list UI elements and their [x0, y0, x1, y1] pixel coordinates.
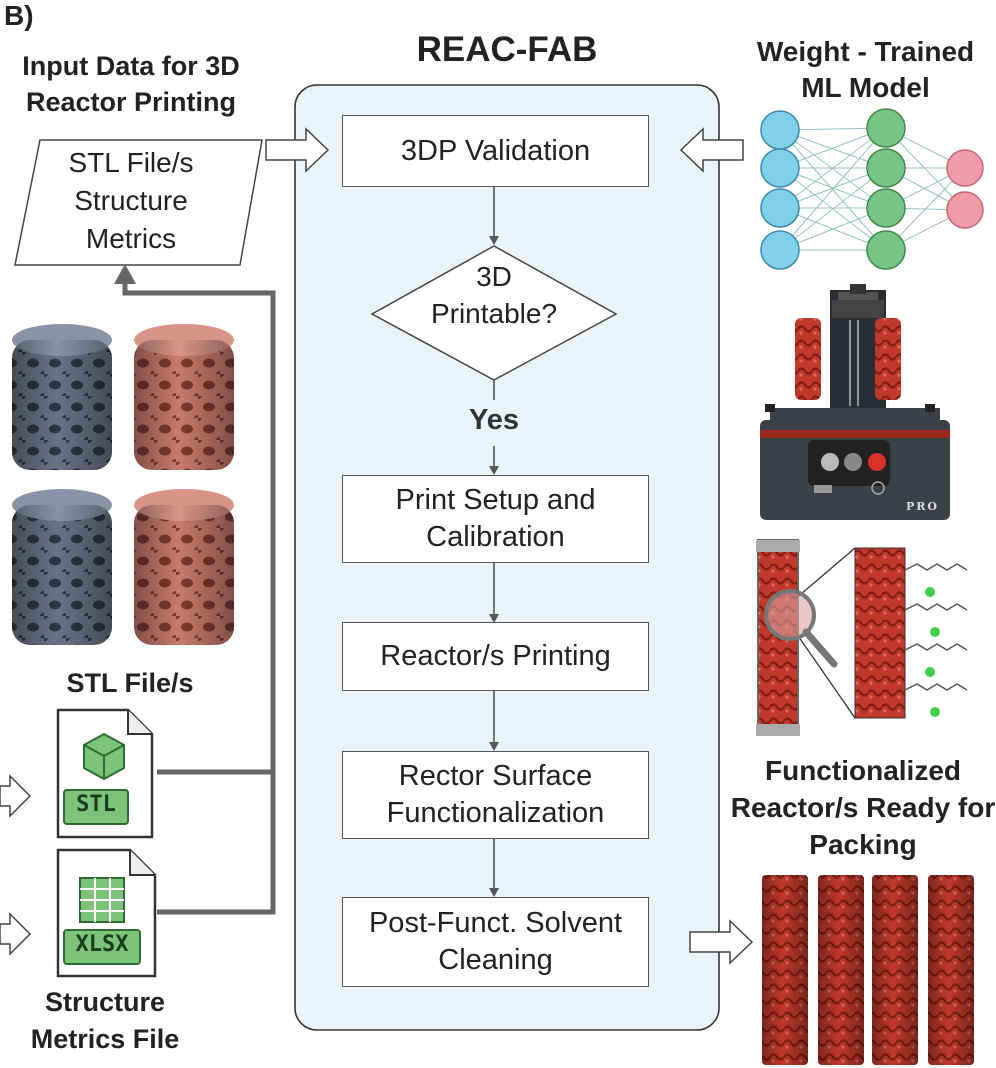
ml-arrow — [679, 127, 744, 173]
step-solvent-cleaning: Post-Funct. Solvent Cleaning — [342, 897, 649, 987]
step-print-setup: Print Setup and Calibration — [342, 475, 649, 563]
panel-label: B) — [4, 0, 34, 31]
step-reactor-printing: Reactor/s Printing — [342, 622, 649, 691]
file-connector-lines — [122, 280, 276, 915]
xlsx-icon-text: XLSX — [75, 932, 129, 957]
xlsx-file-icon — [56, 848, 157, 978]
input-data-box-text: STL File/s Structure Metrics — [68, 147, 194, 254]
input-arrow — [265, 127, 330, 173]
step-3dp-validation: 3DP Validation — [342, 115, 649, 187]
functionalized-reactor-closeup — [756, 539, 968, 736]
reactor-models — [12, 324, 234, 645]
connector-arrowhead — [114, 264, 136, 284]
decision-diamond — [370, 245, 618, 381]
ml-model-title: Weight - Trained ML Model — [756, 36, 975, 103]
output-title: Functionalized Reactor/s Ready for Packi… — [730, 755, 996, 860]
neural-network-illustration — [760, 108, 984, 270]
output-arrow — [689, 919, 754, 965]
3d-printer-illustration — [760, 284, 950, 520]
output-reactors — [762, 875, 974, 1065]
decision-text: 3D Printable? — [430, 261, 558, 329]
stl-files-label: STL File/s — [66, 668, 194, 698]
xlsx-in-arrow — [0, 912, 32, 956]
stl-icon-text: STL — [76, 792, 116, 817]
reac-fab-title: REAC-FAB — [416, 30, 598, 69]
structure-metrics-label: Structure Metrics File — [30, 987, 180, 1054]
decision-yes: Yes — [469, 404, 519, 436]
input-data-title: Input Data for 3D Reactor Printing — [22, 51, 240, 117]
stl-in-arrow — [0, 774, 32, 818]
printer-brand: PRO — [906, 500, 939, 513]
stl-file-icon — [56, 708, 154, 839]
step-surface-functionalization: Rector Surface Functionalization — [342, 751, 649, 839]
input-data-parallelogram — [14, 139, 263, 266]
